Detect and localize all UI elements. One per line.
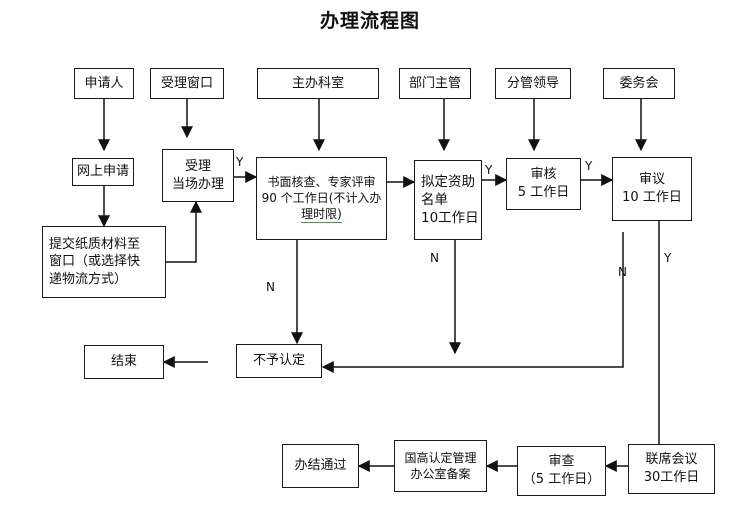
audit-line-2: 5 工作日 xyxy=(517,185,570,200)
label-n-deliberate: N xyxy=(618,265,627,279)
step-examine: 审查 （5 工作日） xyxy=(517,446,606,496)
joint-line-1: 联席会议 xyxy=(645,452,698,468)
label-n-draft: N xyxy=(430,251,439,265)
step-end: 结束 xyxy=(84,345,164,379)
review-line-3: 理时限) xyxy=(301,206,342,224)
audit-line-1: 审核 xyxy=(530,167,557,183)
step-not-approved: 不予认定 xyxy=(236,344,322,378)
deliberate-line-1: 审议 xyxy=(638,172,665,188)
deliberate-line-2: 10 工作日 xyxy=(622,190,682,205)
label-y-draft-audit: Y xyxy=(485,163,493,177)
label-y-audit-deliberate: Y xyxy=(585,159,593,173)
arrow-deliberate-to-reject xyxy=(321,232,624,373)
label-y-accept-review: Y xyxy=(236,155,244,169)
step-online-application: 网上申请 xyxy=(72,158,134,186)
role-applicant: 申请人 xyxy=(74,68,134,99)
step-audit: 审核 5 工作日 xyxy=(506,158,581,210)
arrow-submit-to-accept xyxy=(166,200,202,263)
role-supervising-leader: 分管领导 xyxy=(495,68,571,99)
step-office-filing: 国高认定管理 办公室备案 xyxy=(394,440,487,492)
filing-line-2: 办公室备案 xyxy=(410,467,471,481)
draft-line-2: 名单 xyxy=(421,191,448,208)
step-deliberate: 审议 10 工作日 xyxy=(612,157,692,221)
examine-line-1: 审查 xyxy=(548,454,575,470)
step-submit-paper-materials: 提交纸质材料至 窗口（或选择快 递物流方式） xyxy=(42,226,166,298)
submit-materials-line-3: 递物流方式） xyxy=(49,271,128,287)
step-accept-on-site: 受理 当场办理 xyxy=(162,149,234,202)
diagram-title: 办理流程图 xyxy=(319,10,420,32)
accept-line-2: 当场办理 xyxy=(171,176,224,192)
draft-line-1: 拟定资助 xyxy=(421,173,475,190)
step-joint-meeting: 联席会议 30工作日 xyxy=(628,444,715,494)
role-department-head: 部门主管 xyxy=(399,68,471,99)
step-draft-funding-list: 拟定资助 名单 10工作日 xyxy=(414,160,482,240)
label-y-deliberate-joint: Y xyxy=(664,251,672,265)
role-committee: 委务会 xyxy=(603,68,675,99)
accept-line-1: 受理 xyxy=(184,158,211,174)
draft-line-3: 10工作日 xyxy=(421,210,479,227)
examine-line-2: （5 工作日） xyxy=(522,472,601,487)
joint-line-2: 30工作日 xyxy=(643,470,700,485)
role-host-section: 主办科室 xyxy=(257,68,379,99)
label-n-review: N xyxy=(266,280,275,294)
step-completed-passed: 办结通过 xyxy=(282,444,359,488)
filing-line-1: 国高认定管理 xyxy=(404,450,477,465)
step-written-review: 书面核查、专家评审 90 个工作日(不计入办 理时限) xyxy=(256,157,387,240)
submit-materials-line-1: 提交纸质材料至 xyxy=(49,236,141,252)
submit-materials-line-2: 窗口（或选择快 xyxy=(49,254,141,270)
role-acceptance-window: 受理窗口 xyxy=(150,68,224,99)
review-line-2: 90 个工作日(不计入办 xyxy=(261,190,382,205)
review-line-1: 书面核查、专家评审 xyxy=(267,174,376,189)
